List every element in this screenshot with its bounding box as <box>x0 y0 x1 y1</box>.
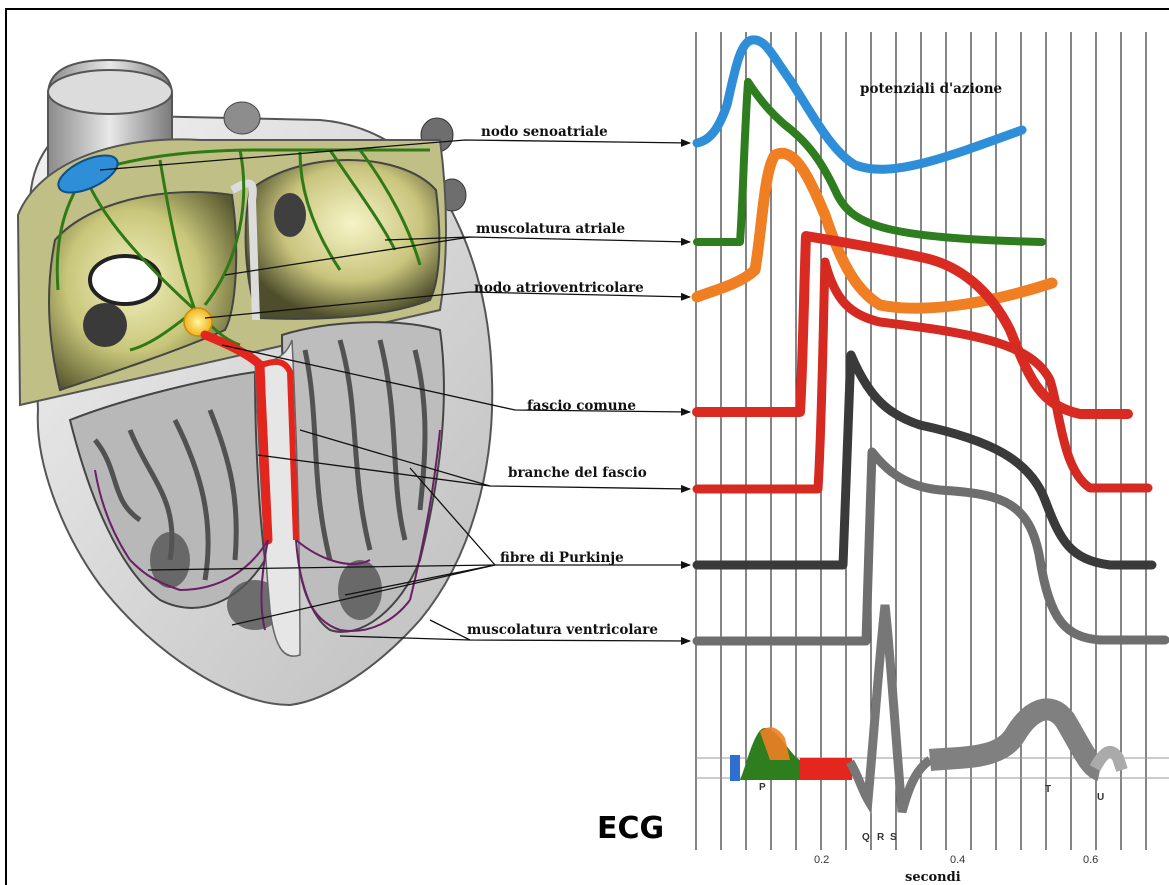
label-ecg: ECG <box>597 811 664 846</box>
x-axis-label: secondi <box>905 870 961 885</box>
label-sa-node: nodo senoatriale <box>481 124 608 140</box>
ecg-wave-u: U <box>1097 792 1104 803</box>
x-tick-0-2: 0.2 <box>814 854 829 866</box>
label-purkinje: fibre di Purkinje <box>500 550 624 566</box>
action-potential-av-node <box>697 153 1052 308</box>
action-potential-atrial-muscle <box>697 82 1042 242</box>
label-atrial-muscle: muscolatura atriale <box>476 221 625 237</box>
action-potential-purkinje <box>697 355 1152 565</box>
label-potenziali-azione: potenziali d'azione <box>860 81 1002 97</box>
ecg-st-t-wave <box>930 709 1100 770</box>
pulmonary-vein <box>224 102 260 134</box>
ecg-wave-r: R <box>877 832 885 843</box>
x-tick-0-6: 0.6 <box>1083 854 1098 866</box>
action-potential-bundle-branches <box>697 262 1148 489</box>
label-common-bundle: fascio comune <box>527 398 636 414</box>
action-potential-ventricular-muscle <box>697 452 1165 641</box>
atrium-opening <box>90 256 160 304</box>
label-av-node: nodo atrioventricolare <box>474 280 644 296</box>
ecg-wave-q: Q <box>862 832 870 843</box>
ecg-wave-s: S <box>890 832 897 843</box>
ecg-wave-p: P <box>759 782 766 793</box>
x-tick-0-4: 0.4 <box>950 854 965 866</box>
label-ventricular-muscle: muscolatura ventricolare <box>467 622 658 638</box>
label-bundle-branches: branche del fascio <box>508 465 647 481</box>
ecg-u-wave <box>1095 752 1122 770</box>
ecg-wave-t: T <box>1045 784 1051 795</box>
ecg-pr-segment <box>800 758 852 780</box>
ecg-segment-sa <box>730 755 740 781</box>
